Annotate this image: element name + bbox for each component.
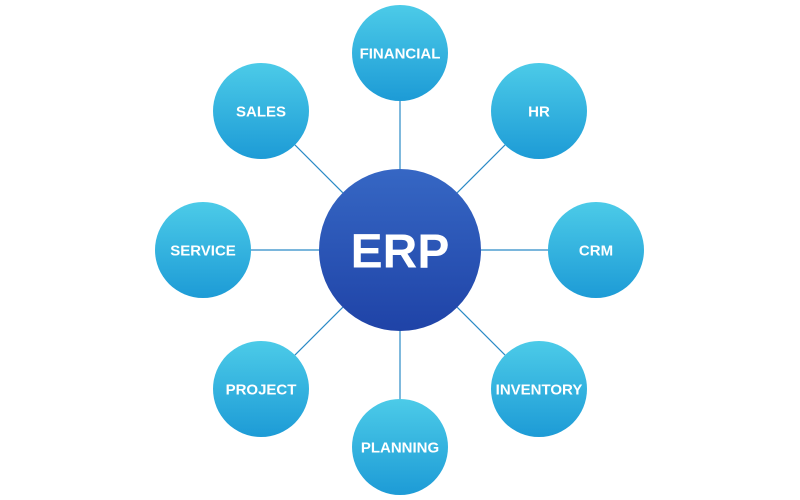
connector-sales	[294, 144, 344, 194]
node-service: SERVICE	[155, 202, 251, 298]
hub-label: ERP	[351, 226, 450, 279]
node-sales: SALES	[213, 63, 309, 159]
node-label-inventory: INVENTORY	[496, 382, 583, 399]
node-financial: FINANCIAL	[352, 5, 448, 101]
node-crm: CRM	[548, 202, 644, 298]
node-inventory: INVENTORY	[491, 341, 587, 437]
node-label-service: SERVICE	[170, 243, 236, 260]
node-hr: HR	[491, 63, 587, 159]
node-label-financial: FINANCIAL	[360, 46, 441, 63]
connector-inventory	[456, 306, 506, 356]
node-label-planning: PLANNING	[361, 440, 439, 457]
node-label-project: PROJECT	[226, 382, 297, 399]
hub-circle	[319, 169, 481, 331]
node-label-hr: HR	[528, 104, 550, 121]
hub-node: ERP	[319, 169, 481, 331]
node-circle-service	[155, 202, 251, 298]
node-label-sales: SALES	[236, 104, 286, 121]
connector-hr	[456, 144, 506, 194]
node-circle-sales	[213, 63, 309, 159]
node-circle-crm	[548, 202, 644, 298]
node-circle-hr	[491, 63, 587, 159]
node-planning: PLANNING	[352, 399, 448, 495]
node-circle-project	[213, 341, 309, 437]
connector-project	[294, 306, 344, 356]
node-circle-financial	[352, 5, 448, 101]
node-circle-inventory	[491, 341, 587, 437]
node-label-crm: CRM	[579, 243, 613, 260]
node-circle-planning	[352, 399, 448, 495]
connector-lines	[251, 101, 548, 399]
satellite-nodes: FINANCIAL HR CRM INVENTORY PLANNING PROJECT SE…	[155, 5, 644, 495]
node-project: PROJECT	[213, 341, 309, 437]
